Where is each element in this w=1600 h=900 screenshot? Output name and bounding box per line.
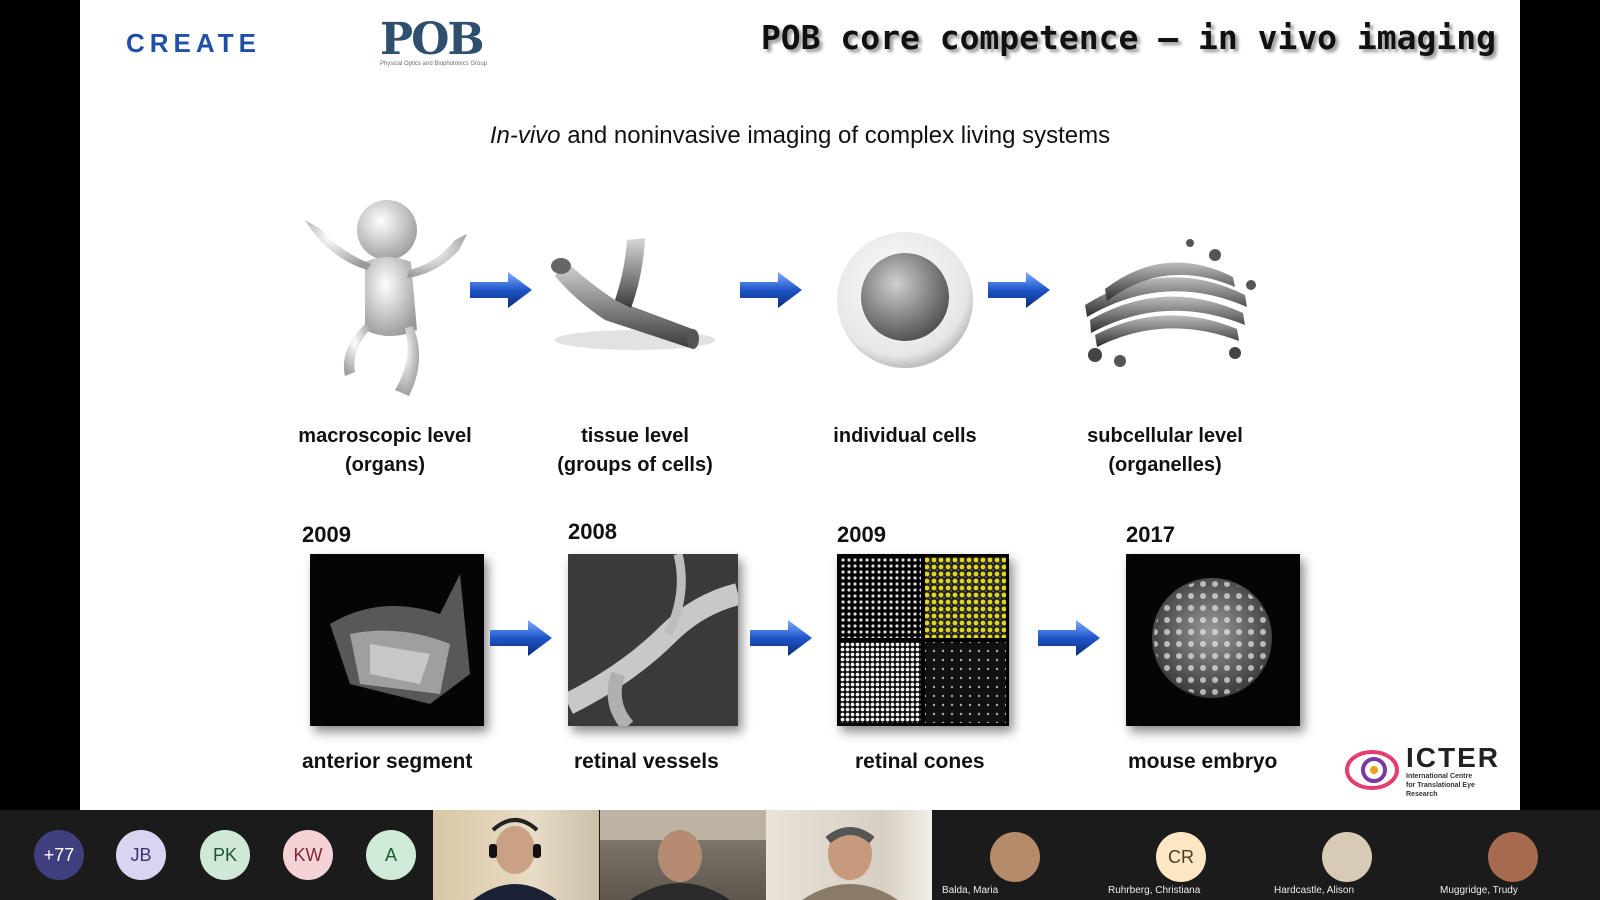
level-tissue: tissue level (groups of cells) <box>530 200 740 480</box>
participant-avatar[interactable]: KW <box>283 830 333 880</box>
icter-logo: ICTER International Centre for Translati… <box>1344 738 1504 799</box>
create-logo-text: CREATE <box>126 28 261 58</box>
experiment-anterior-segment: 2009 anterior segment <box>302 522 522 774</box>
pob-logo-subtitle: Physical Optics and Biophotonics Group <box>380 61 488 67</box>
more-participants-button[interactable]: +77 <box>34 830 84 880</box>
icter-subtitle: International Centre for Translational E… <box>1406 772 1504 799</box>
experiment-year: 2017 <box>1126 522 1175 547</box>
participant-photo-icon <box>1322 832 1372 882</box>
icter-subtitle-line-2: for Translational Eye Research <box>1406 782 1475 798</box>
pob-logo: POB Physical Optics and Biophotonics Gro… <box>380 14 490 76</box>
retinal-cones-image <box>837 554 1009 726</box>
pob-logo-text: POB <box>380 14 485 65</box>
participant-tile[interactable]: CR Ruhrberg, Christiana <box>1098 810 1264 900</box>
arrow-icon <box>988 272 1050 308</box>
participant-photo-icon <box>990 832 1040 882</box>
participant-avatar[interactable]: A <box>366 830 416 880</box>
experiment-caption: retinal cones <box>855 750 985 773</box>
arrow-icon <box>750 620 812 656</box>
participant-photo-icon <box>1488 832 1538 882</box>
participant-video-tile[interactable] <box>433 810 599 900</box>
experiment-retinal-cones: 2009 retinal cones <box>837 522 1057 774</box>
retinal-vessels-image <box>568 554 738 726</box>
participant-video-icon <box>802 827 898 900</box>
participant-tile[interactable]: Hardcastle, Alison <box>1264 810 1430 900</box>
participant-tile[interactable]: Balda, Maria <box>932 810 1098 900</box>
arrow-icon <box>470 272 532 308</box>
experiment-caption: mouse embryo <box>1128 750 1278 773</box>
create-logo: CREATE <box>126 28 261 59</box>
participant-tile[interactable]: Muggridge, Trudy <box>1430 810 1596 900</box>
level-label: macroscopic level (organs) <box>298 425 472 476</box>
participant-video-tile[interactable] <box>766 810 932 900</box>
participant-video-icon <box>473 818 557 900</box>
experiment-caption: anterior segment <box>302 750 473 773</box>
anterior-segment-image <box>310 554 484 726</box>
level-cells: individual cells <box>800 200 1010 451</box>
subtitle-text: and noninvasive imaging of complex livin… <box>560 122 1111 149</box>
participant-initials: CR <box>1156 832 1206 882</box>
participant-name: Muggridge, Trudy <box>1440 885 1518 896</box>
shared-screen: CREATE POB Physical Optics and Biophoton… <box>80 0 1520 810</box>
experiment-year: 2009 <box>837 522 886 547</box>
experiment-year: 2008 <box>568 519 617 544</box>
participant-name: Hardcastle, Alison <box>1274 885 1355 896</box>
level-macroscopic: macroscopic level (organs) <box>280 200 490 480</box>
level-label: subcellular level (organelles) <box>1087 425 1243 476</box>
mouse-embryo-image <box>1126 554 1300 726</box>
participant-name: Ruhrberg, Christiana <box>1108 885 1201 896</box>
slide-title: POB core competence – in vivo imaging <box>760 18 1496 57</box>
experiment-retinal-vessels: 2008 retinal vessels <box>568 519 788 774</box>
participant-video-icon <box>600 810 766 900</box>
eye-logo-icon <box>1345 750 1399 790</box>
participant-avatar[interactable]: JB <box>116 830 166 880</box>
vessel-tissue-icon <box>530 200 740 400</box>
experiment-caption: retinal vessels <box>574 750 719 773</box>
slide-subtitle: In-vivo and noninvasive imaging of compl… <box>80 122 1520 150</box>
experiment-mouse-embryo: 2017 mouse embryo <box>1126 522 1346 774</box>
cell-icon <box>800 200 1010 400</box>
arrow-icon <box>740 272 802 308</box>
subtitle-italic: In-vivo <box>489 122 561 149</box>
participant-strip: +77 JB PK KW A Balda, Maria CR Ruhrberg, <box>0 810 1600 900</box>
jumping-figure-icon <box>280 200 490 400</box>
organelle-icon <box>1060 200 1270 400</box>
arrow-icon <box>490 620 552 656</box>
level-label: individual cells <box>833 425 977 447</box>
level-label: tissue level (groups of cells) <box>557 425 713 476</box>
experiment-year: 2009 <box>302 522 351 547</box>
participant-video-tile[interactable] <box>600 810 766 900</box>
participant-name: Balda, Maria <box>942 885 999 896</box>
icter-name: ICTER <box>1406 742 1500 773</box>
participant-avatar[interactable]: PK <box>200 830 250 880</box>
presentation-slide: CREATE POB Physical Optics and Biophoton… <box>80 0 1520 810</box>
level-subcellular: subcellular level (organelles) <box>1060 200 1270 480</box>
icter-subtitle-line-1: International Centre <box>1406 773 1473 780</box>
arrow-icon <box>1038 620 1100 656</box>
